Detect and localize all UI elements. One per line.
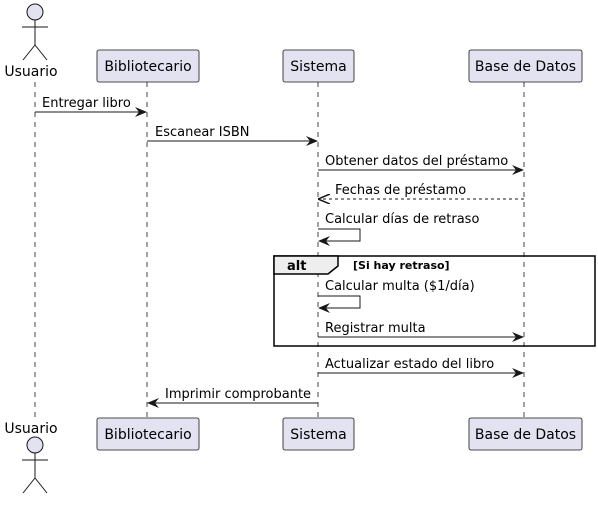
participant-label: Bibliotecario: [104, 427, 191, 443]
participant-label: Sistema: [290, 427, 346, 443]
alt-frame: [273, 255, 596, 347]
alt-guard: [Si hay retraso]: [353, 259, 450, 272]
actor-label: Usuario: [4, 64, 57, 80]
svg-text:Registrar multa: Registrar multa: [325, 321, 426, 336]
svg-text:Fechas de préstamo: Fechas de préstamo: [335, 183, 466, 198]
participant-label: Bibliotecario: [104, 59, 191, 75]
participant-sistema-top: Sistema: [282, 49, 355, 83]
svg-text:Calcular días de retraso: Calcular días de retraso: [325, 212, 479, 227]
svg-text:Entregar libro: Entregar libro: [42, 96, 131, 111]
alt-header-tab: [273, 255, 339, 275]
participant-bd-top: Base de Datos: [468, 49, 583, 83]
participant-bibliotecario-bottom: Bibliotecario: [96, 417, 200, 451]
participant-label: Sistema: [290, 59, 346, 75]
actor-label: Usuario: [4, 421, 57, 437]
participant-bd-bottom: Base de Datos: [468, 417, 583, 451]
alt-fragment: alt [Si hay retraso] Calcular multa ($1/…: [273, 255, 596, 347]
message-registrar-multa: Registrar multa: [318, 321, 524, 342]
svg-text:Obtener datos del préstamo: Obtener datos del préstamo: [325, 154, 508, 169]
svg-text:Escanear ISBN: Escanear ISBN: [155, 125, 250, 140]
message-actualizar-estado: Actualizar estado del libro: [318, 357, 524, 378]
message-calcular-dias: Calcular días de retraso: [318, 212, 479, 246]
svg-text:Actualizar estado del libro: Actualizar estado del libro: [325, 357, 494, 372]
participants-top: Usuario Bibliotecario Sistema Base de Da…: [4, 3, 583, 83]
alt-keyword: alt: [287, 259, 306, 274]
actor-head-icon: [26, 436, 44, 454]
message-escanear-isbn: Escanear ISBN: [147, 125, 318, 146]
messages-after-alt: Actualizar estado del libro Imprimir com…: [147, 357, 524, 408]
participants-bottom: Usuario Bibliotecario Sistema Base de Da…: [4, 417, 583, 494]
message-obtener-datos: Obtener datos del préstamo: [318, 154, 524, 175]
svg-text:Imprimir comprobante: Imprimir comprobante: [165, 387, 311, 402]
message-fechas-prestamo: Fechas de préstamo: [319, 183, 524, 199]
message-imprimir-comprobante: Imprimir comprobante: [147, 387, 318, 408]
participant-sistema-bottom: Sistema: [282, 417, 355, 451]
participant-label: Base de Datos: [475, 59, 576, 75]
svg-text:Calcular multa ($1/día): Calcular multa ($1/día): [325, 279, 475, 294]
messages: Entregar libro Escanear ISBN Obtener dat…: [35, 96, 524, 246]
message-entregar-libro: Entregar libro: [35, 96, 147, 117]
actor-head-icon: [26, 3, 44, 21]
actor-usuario-bottom: Usuario: [4, 421, 58, 494]
participant-label: Base de Datos: [475, 427, 576, 443]
message-calcular-multa: Calcular multa ($1/día): [318, 279, 475, 313]
actor-usuario-top: Usuario: [4, 3, 58, 80]
lifelines: [34, 82, 525, 418]
participant-bibliotecario-top: Bibliotecario: [96, 49, 200, 83]
